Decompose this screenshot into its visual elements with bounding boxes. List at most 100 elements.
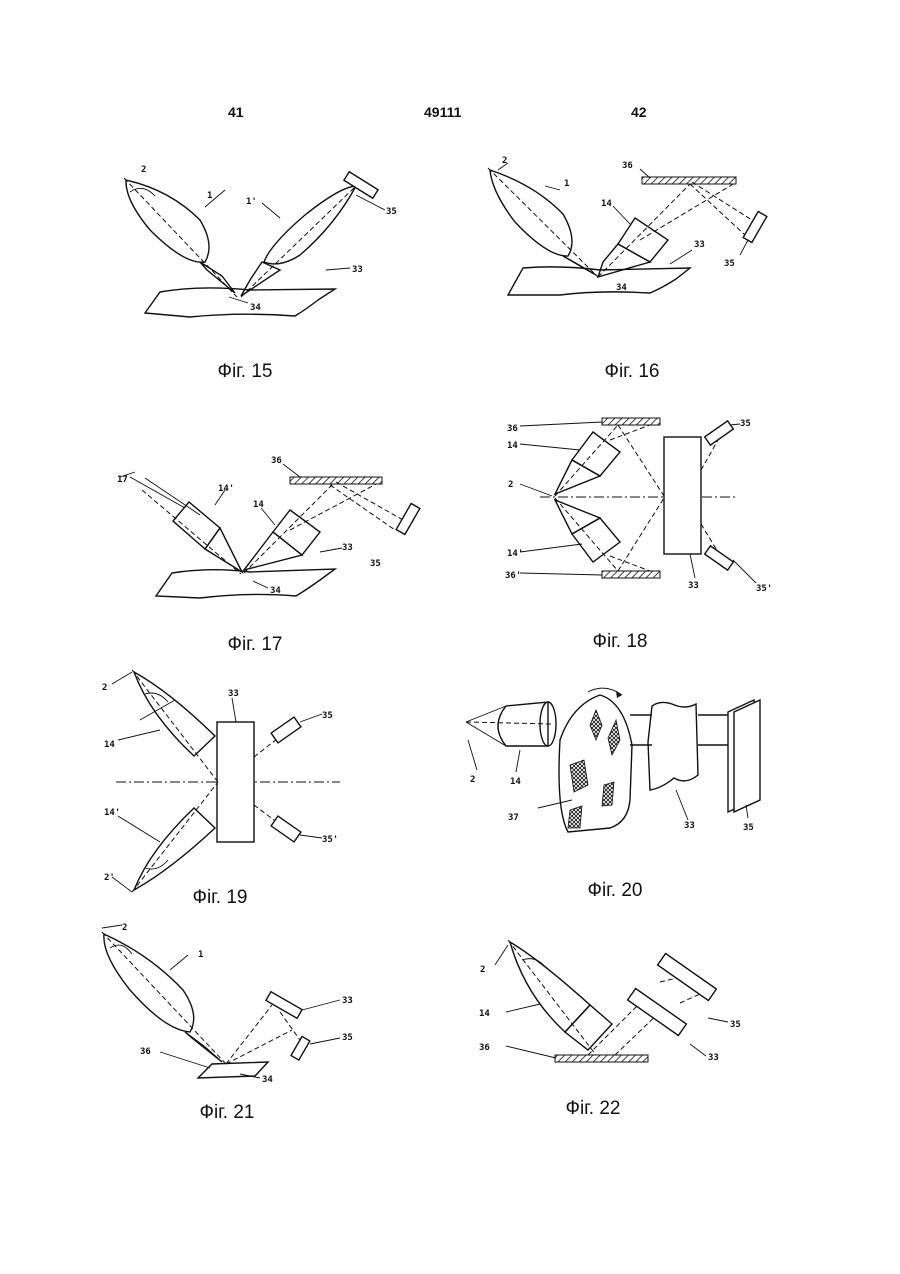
- lens-1: [488, 168, 598, 277]
- figure-22: 2 14 36 35 33: [479, 940, 741, 1063]
- label-34: 34: [616, 283, 627, 293]
- figure-18: 36 35 14 2 14' 36' 33 35': [505, 418, 772, 594]
- label-34: 34: [262, 1075, 273, 1085]
- mirror-36-prime: [602, 571, 660, 578]
- label-14: 14: [253, 500, 264, 510]
- mirror-36: [555, 1055, 648, 1062]
- label-35: 35: [322, 711, 333, 721]
- label-1: 1: [198, 950, 203, 960]
- sample-surface: [156, 569, 335, 598]
- label-35: 35: [342, 1033, 353, 1043]
- mirror-36: [642, 177, 736, 184]
- figure-22-caption: Фіг. 22: [523, 1098, 663, 1120]
- detector-35: [344, 172, 378, 198]
- lens-14-lower: [555, 498, 664, 571]
- mirror-36: [290, 477, 382, 484]
- sample-33: [664, 437, 701, 554]
- figure-21: 2 1 33 35 36 34: [102, 923, 353, 1085]
- label-35: 35: [724, 259, 735, 269]
- detector-35: [658, 953, 717, 1000]
- mirror-36: [602, 418, 660, 425]
- label-33: 33: [688, 581, 699, 591]
- figure-19: 2 33 35 14 14' 35' 2': [102, 670, 340, 892]
- label-35-prime: 35': [756, 584, 772, 594]
- label-2: 2: [480, 965, 485, 975]
- label-14: 14: [601, 199, 612, 209]
- label-34: 34: [270, 586, 281, 596]
- label-35: 35: [743, 823, 754, 833]
- lens-14: [244, 481, 380, 573]
- label-1: 1: [207, 191, 212, 201]
- figure-18-caption: Фіг. 18: [550, 631, 690, 653]
- sample-33: [217, 722, 254, 842]
- label-14-prime: 14': [218, 484, 234, 494]
- figure-15-caption: Фіг. 15: [175, 361, 315, 383]
- label-34: 34: [250, 303, 261, 313]
- sample-surface: [508, 267, 690, 295]
- label-14-prime: 14': [507, 549, 523, 559]
- figure-16: 2 1 36 14 33 35 34: [488, 156, 767, 295]
- label-33: 33: [342, 996, 353, 1006]
- label-14-prime: 14': [104, 808, 120, 818]
- label-14: 14: [479, 1009, 490, 1019]
- label-35: 35: [740, 419, 751, 429]
- figure-21-caption: Фіг. 21: [157, 1102, 297, 1124]
- figure-15: 2 1 1' 35 33 34: [124, 165, 397, 317]
- sample-33: [266, 992, 302, 1019]
- figure-16-caption: Фіг. 16: [562, 361, 702, 383]
- label-2: 2: [102, 683, 107, 693]
- label-36: 36: [507, 424, 518, 434]
- label-35: 35: [386, 207, 397, 217]
- detector-35: [396, 504, 420, 535]
- lens-14-upper: [132, 670, 218, 782]
- label-35: 35: [370, 559, 381, 569]
- detector-35-prime: [271, 816, 301, 842]
- label-37: 37: [508, 813, 519, 823]
- label-14: 14: [507, 441, 518, 451]
- label-33: 33: [708, 1053, 719, 1063]
- label-17: 17: [117, 475, 128, 485]
- detector-35-prime: [705, 546, 734, 570]
- mirror-36: [198, 1062, 268, 1078]
- label-2-prime: 2': [104, 873, 115, 883]
- figure-20: 2 14 37 33 35: [466, 688, 760, 833]
- sample-33: [628, 988, 687, 1035]
- label-2: 2: [508, 480, 513, 490]
- label-1-prime: 1': [246, 197, 257, 207]
- lens-14-upper: [555, 425, 664, 496]
- lens-14-lower: [132, 782, 218, 892]
- label-36: 36: [271, 456, 282, 466]
- figure-20-caption: Фіг. 20: [545, 880, 685, 902]
- label-33: 33: [684, 821, 695, 831]
- label-2: 2: [122, 923, 127, 933]
- figure-17-caption: Фіг. 17: [185, 634, 325, 656]
- label-36: 36: [479, 1043, 490, 1053]
- sample-33: [648, 702, 698, 790]
- label-36-prime: 36': [505, 571, 521, 581]
- label-33: 33: [342, 543, 353, 553]
- lens-1: [124, 178, 237, 297]
- label-2: 2: [141, 165, 146, 175]
- detector-35: [271, 717, 301, 743]
- lens-1-prime: [241, 186, 356, 297]
- label-14: 14: [510, 777, 521, 787]
- lens-14: [508, 940, 612, 1055]
- label-33: 33: [694, 240, 705, 250]
- label-35: 35: [730, 1020, 741, 1030]
- detector-35: [705, 421, 734, 445]
- mask-37: [559, 688, 632, 832]
- label-2: 2: [470, 775, 475, 785]
- lens-1: [102, 932, 226, 1064]
- label-36: 36: [140, 1047, 151, 1057]
- figure-19-caption: Фіг. 19: [150, 887, 290, 909]
- label-1: 1: [564, 179, 569, 189]
- figure-17: 17 14' 36 14 33 35 34: [117, 456, 420, 598]
- lens-14: [498, 702, 556, 746]
- label-35-prime: 35': [322, 835, 338, 845]
- detector-35: [728, 700, 760, 812]
- label-33: 33: [352, 265, 363, 275]
- detector-35: [291, 1036, 310, 1060]
- label-36: 36: [622, 161, 633, 171]
- label-2: 2: [502, 156, 507, 166]
